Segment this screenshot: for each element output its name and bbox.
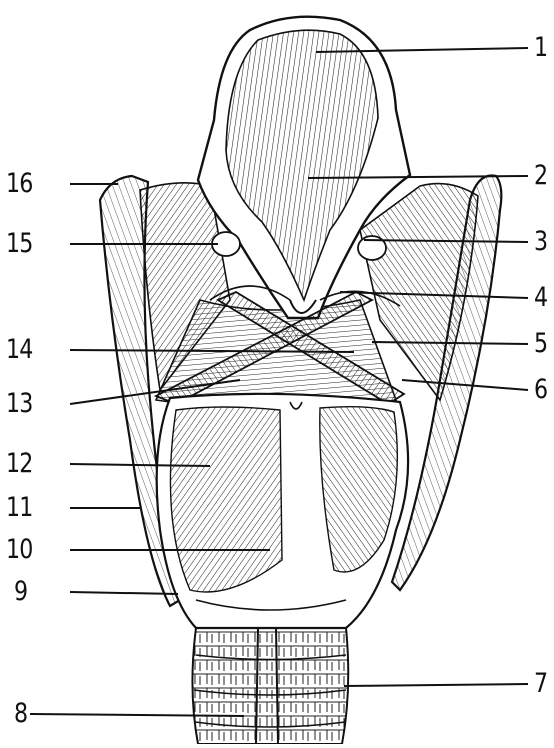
label-16: 16	[6, 170, 33, 197]
label-10: 10	[6, 536, 33, 563]
label-11: 11	[6, 494, 33, 521]
label-2: 2	[534, 162, 547, 189]
label-3: 3	[534, 228, 547, 255]
trachea	[192, 628, 348, 744]
label-15: 15	[6, 230, 33, 257]
label-1: 1	[534, 34, 547, 61]
label-12: 12	[6, 450, 33, 477]
label-14: 14	[6, 336, 33, 363]
label-5: 5	[534, 330, 547, 357]
label-9: 9	[14, 578, 27, 605]
cricoid-cartilage	[157, 394, 408, 628]
label-13: 13	[6, 390, 33, 417]
label-7: 7	[534, 670, 547, 697]
label-4: 4	[534, 284, 547, 311]
label-6: 6	[534, 376, 547, 403]
label-8: 8	[14, 700, 27, 727]
